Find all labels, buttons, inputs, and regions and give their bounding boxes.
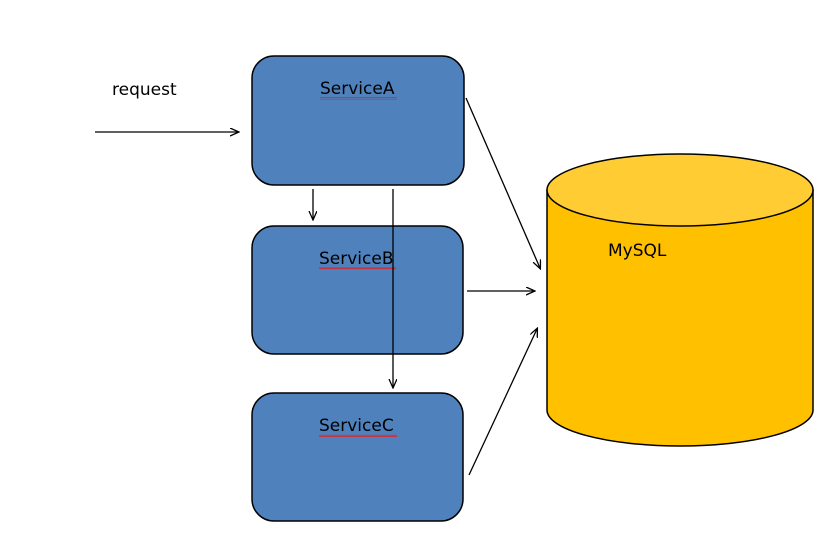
service-b-label: ServiceB — [319, 249, 394, 269]
spellcheck-underline — [319, 434, 397, 437]
service-c-label: ServiceC — [319, 416, 394, 436]
arrow-c-to-db — [468, 329, 537, 476]
service-a-box[interactable]: ServiceA — [251, 55, 465, 186]
arrow-a-to-db — [465, 97, 540, 268]
mysql-database[interactable]: MySQL — [546, 153, 814, 447]
spellcheck-underline — [319, 267, 396, 270]
service-c-box[interactable]: ServiceC — [251, 392, 464, 522]
service-a-label: ServiceA — [320, 79, 395, 99]
request-label: request — [112, 80, 177, 100]
service-b-box[interactable]: ServiceB — [251, 225, 464, 355]
spellcheck-underline — [320, 97, 397, 100]
mysql-label: MySQL — [608, 241, 667, 261]
